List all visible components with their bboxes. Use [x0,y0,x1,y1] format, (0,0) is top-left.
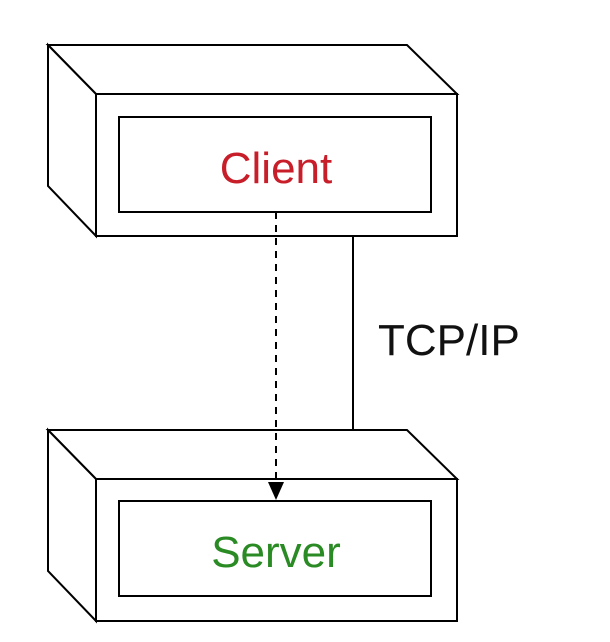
tcpip-connection-label: TCP/IP [378,316,520,365]
server-component-box [118,500,432,597]
client-node-top-face [45,44,460,95]
server-label: Server [211,528,341,577]
client-node [45,42,460,239]
server-node [45,427,460,624]
server-node-top-face [45,429,460,480]
dependency-arrow-head [268,482,284,500]
client-label: Client [220,144,333,193]
